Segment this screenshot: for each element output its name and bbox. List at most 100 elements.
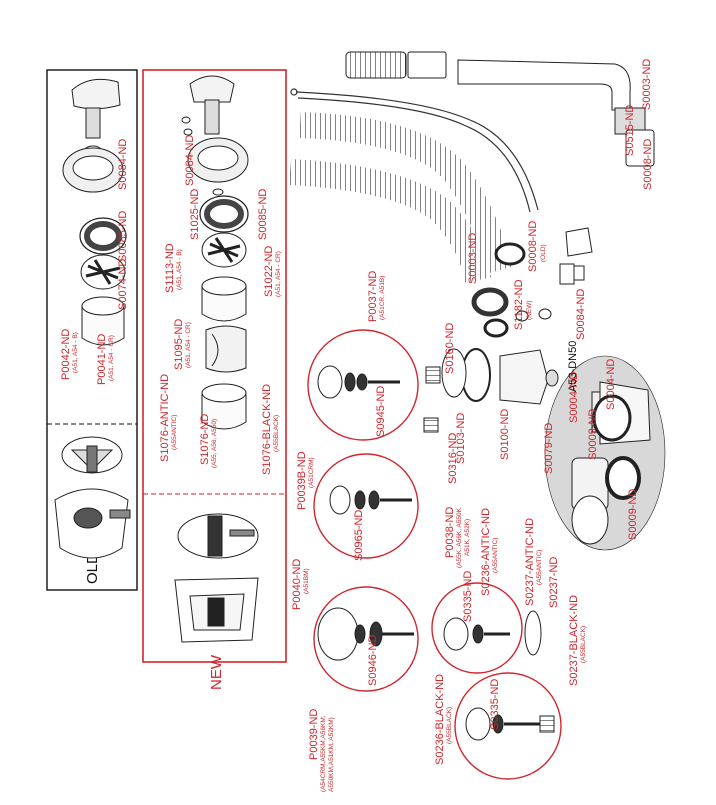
dn50-label: A53-DN50 — [567, 341, 579, 392]
new-cover-ring — [201, 383, 247, 430]
new-drain-bottom — [174, 577, 259, 643]
part-label-s0515: S0515-ND — [624, 105, 636, 156]
circle-s0236-black — [454, 672, 562, 780]
part-label-p0040-sub: (A51BM) — [303, 568, 310, 594]
part-label-p0039-sub2: A550KM,A51KM, A52KM) — [328, 717, 335, 792]
old-grate — [80, 254, 126, 290]
part-label-s0003-top: S0003-ND — [641, 59, 653, 110]
plug-assemblies — [317, 365, 555, 741]
part-label-s0084-right: S0084-ND — [575, 289, 587, 340]
part-label-s0085-old: S0085-ND — [117, 211, 129, 262]
hose-top-straight — [345, 51, 631, 111]
old-drain-top — [61, 436, 123, 474]
circle-p0039b — [313, 453, 419, 559]
part-label-s1076-black-sub: (A55BLACK) — [273, 415, 280, 452]
part-label-s0316: S0316-ND — [447, 433, 459, 484]
part-label-s0237-antic: S0237-ANTIC-ND — [524, 518, 536, 606]
old-overflow-head — [62, 78, 124, 193]
part-label-s0237-black-sub: (A55BLACK) — [580, 626, 587, 663]
part-label-s0004-b: S0004-ND — [605, 359, 617, 410]
part-label-p0037: P0037-ND — [367, 271, 379, 322]
new-drain-top — [177, 513, 259, 559]
part-label-p0039-sub: (A54CRM,A55KM,A56KM, — [320, 715, 327, 792]
new-section-label: NEW — [208, 654, 225, 690]
elbow-fitting-top — [614, 107, 655, 167]
old-gasket — [79, 217, 127, 255]
part-label-s0079: S0079-ND — [543, 423, 555, 474]
part-label-s0085-new: S0085-ND — [257, 189, 269, 240]
circle-p0037 — [307, 329, 419, 441]
part-label-s1022: S1022-ND — [263, 246, 275, 297]
part-label-s1076-antic: S1076-ANTIC-ND — [159, 374, 171, 462]
part-label-s0100: S0100-ND — [499, 409, 511, 460]
part-label-s1095: S1095-ND — [173, 319, 185, 370]
bowden-cable — [290, 88, 539, 213]
small-screws — [423, 366, 441, 433]
part-label-s0237: S0237-ND — [548, 557, 560, 608]
part-label-s0084-new: S0084-ND — [184, 135, 196, 186]
hose-curved-upper — [299, 112, 513, 274]
small-nozzle — [559, 263, 585, 285]
part-label-s0236-antic: S0236-ANTIC-ND — [480, 508, 492, 596]
part-label-s0003-mid: S0003-ND — [467, 233, 479, 284]
new-section-frame — [142, 69, 287, 663]
part-label-s0004-a: S0004-ND — [568, 372, 580, 423]
new-overflow-head — [181, 75, 249, 196]
part-label-s1182-note: (NEW) — [526, 301, 533, 321]
part-label-s0008-old-note: (OLD) — [540, 244, 547, 262]
part-label-s0335-b: S0335-ND — [489, 679, 501, 730]
old-section-label: OLD — [84, 553, 101, 584]
part-label-s1025: S1025-ND — [189, 189, 201, 240]
nut-ring — [471, 242, 552, 338]
old-cover — [81, 296, 125, 346]
new-cover-round — [201, 276, 247, 322]
part-label-s1095-sub: (A51, A54 - CR) — [185, 322, 192, 368]
part-label-p0042: P0042-ND — [60, 329, 72, 380]
dn50-bubble — [544, 355, 666, 551]
drain-body — [441, 348, 559, 405]
part-label-s0074-old: S0074-ND — [117, 259, 129, 310]
circle-p0039 — [313, 586, 419, 692]
part-label-p0042-sub: (A51, A54 - B) — [72, 332, 79, 373]
part-label-s0160: S0160-ND — [444, 323, 456, 374]
part-label-s1076-black: S1076-BLACK-ND — [261, 384, 273, 475]
part-label-p0041-sub: (A51, A54 - CR) — [108, 335, 115, 381]
part-label-s0008-top: S0008-ND — [642, 139, 654, 190]
part-label-s1022-sub: (A51, A54 - CR) — [275, 251, 282, 297]
new-cover-barrel — [205, 325, 247, 373]
part-label-s0236-antic-sub: (A55ANTIC) — [492, 538, 499, 573]
new-grate — [201, 232, 247, 268]
part-label-s0945: S0945-ND — [375, 386, 387, 437]
old-drain-bottom — [54, 488, 131, 559]
part-label-p0038-sub: (A55K, A56K, A550K — [456, 507, 463, 568]
part-label-s1076-antic-sub: (A55ANTIC) — [171, 415, 178, 450]
circle-p0038 — [431, 582, 523, 674]
cap-plate — [565, 227, 593, 257]
part-label-s1076-sub: (A55, A56, A550) — [211, 419, 218, 468]
part-label-p0039b-sub: (A51CRM) — [308, 457, 315, 488]
part-label-s1182: S1182-ND — [513, 279, 525, 330]
part-label-p0038-sub2: A51K, A52K) — [464, 519, 471, 556]
hose-curved-lower — [289, 159, 491, 283]
part-label-p0039b: P0039B-ND — [296, 451, 308, 510]
part-label-s0009-a: S0009-ND — [587, 409, 599, 460]
part-label-s0946: S0946-ND — [367, 635, 379, 686]
new-gasket — [199, 195, 249, 233]
label-layer: S0003-NDS0515-NDS0008-NDS0008-ND(OLD)S00… — [60, 59, 654, 792]
old-section-frame — [46, 69, 138, 591]
part-label-s0965: S0965-ND — [353, 510, 365, 561]
part-label-s1113: S1113-ND — [164, 243, 176, 293]
part-label-s0236-black: S0236-BLACK-ND — [434, 674, 446, 765]
part-label-s1113-sub: (A51, A54 - B) — [176, 249, 183, 290]
part-label-s0335-a: S0335-ND — [462, 571, 474, 622]
part-label-s0236-black-sub: (A55BLACK) — [446, 707, 453, 744]
part-label-p0040: P0040-ND — [291, 559, 303, 610]
part-label-s0237-black: S0237-BLACK-ND — [568, 595, 580, 686]
part-label-s0008-old: S0008-ND — [527, 221, 539, 272]
part-label-p0038: P0038-ND — [444, 507, 456, 558]
part-label-s1076: S1076-ND — [199, 414, 211, 465]
part-label-p0037-sub: (A51CR, A51B) — [379, 276, 386, 320]
part-label-p0041: P0041-ND — [96, 334, 108, 385]
